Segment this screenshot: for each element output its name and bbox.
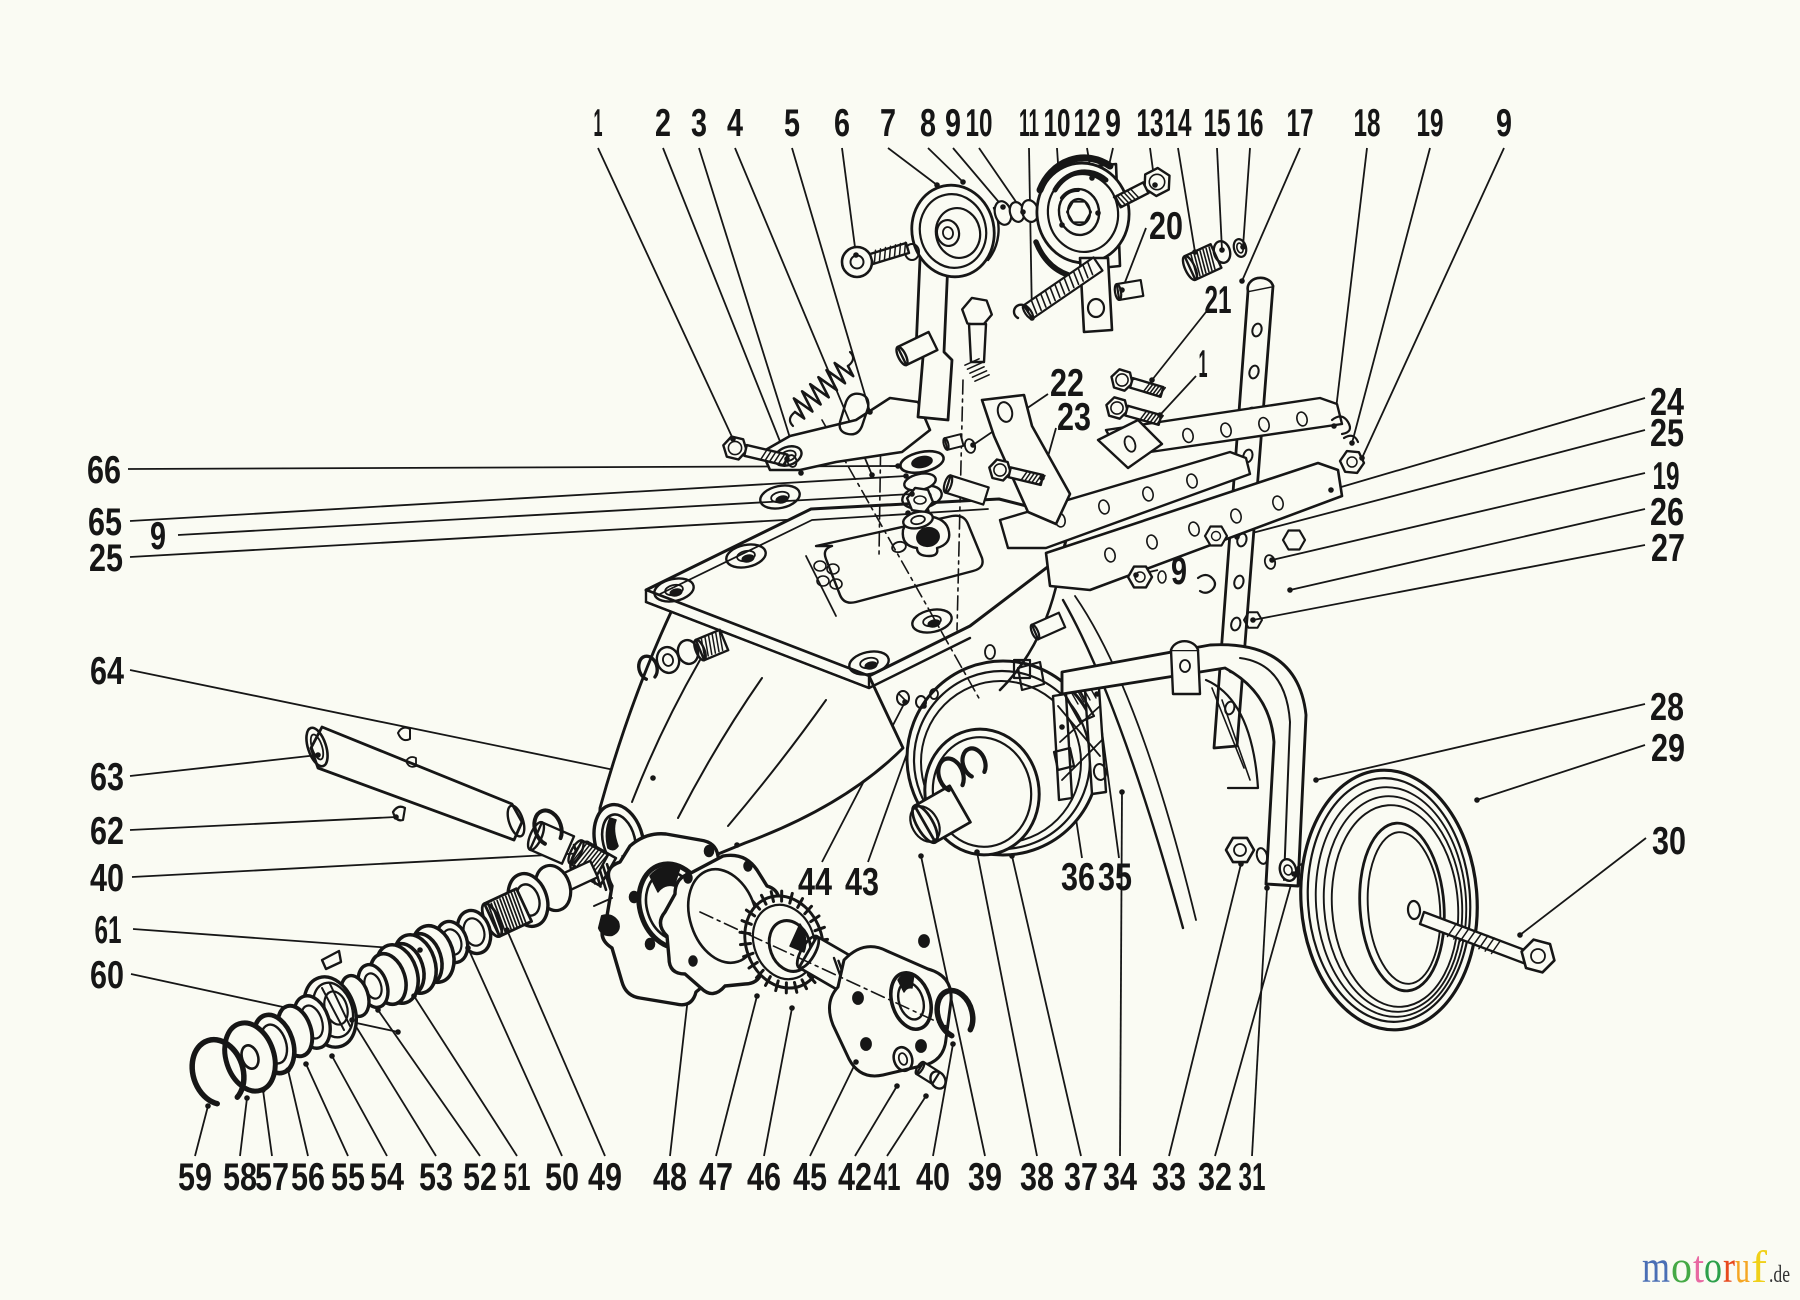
svg-text:28: 28 bbox=[1650, 686, 1684, 729]
svg-text:31: 31 bbox=[1239, 1156, 1266, 1199]
svg-text:29: 29 bbox=[1651, 727, 1685, 770]
svg-text:62: 62 bbox=[90, 810, 124, 853]
svg-text:40: 40 bbox=[90, 857, 124, 900]
svg-text:46: 46 bbox=[747, 1156, 781, 1199]
svg-text:u: u bbox=[1735, 1241, 1750, 1292]
svg-text:51: 51 bbox=[504, 1156, 531, 1199]
svg-text:19: 19 bbox=[1417, 102, 1444, 145]
svg-text:61: 61 bbox=[95, 909, 122, 952]
svg-text:34: 34 bbox=[1103, 1156, 1137, 1199]
svg-text:9: 9 bbox=[1105, 102, 1121, 145]
svg-text:2: 2 bbox=[655, 102, 671, 145]
svg-text:1: 1 bbox=[1199, 343, 1208, 386]
svg-text:27: 27 bbox=[1651, 527, 1685, 570]
svg-text:47: 47 bbox=[699, 1156, 733, 1199]
svg-text:43: 43 bbox=[845, 861, 879, 904]
svg-text:21: 21 bbox=[1205, 279, 1232, 322]
svg-text:35: 35 bbox=[1098, 856, 1132, 899]
svg-text:9: 9 bbox=[1171, 550, 1187, 593]
svg-text:49: 49 bbox=[588, 1156, 622, 1199]
svg-text:4: 4 bbox=[727, 102, 743, 145]
svg-text:39: 39 bbox=[968, 1156, 1002, 1199]
svg-text:25: 25 bbox=[1650, 412, 1684, 455]
svg-text:o: o bbox=[1704, 1241, 1722, 1292]
svg-text:r: r bbox=[1723, 1241, 1735, 1292]
svg-text:15: 15 bbox=[1204, 102, 1231, 145]
svg-text:9: 9 bbox=[945, 102, 961, 145]
svg-text:32: 32 bbox=[1198, 1156, 1232, 1199]
svg-text:11: 11 bbox=[1019, 102, 1039, 145]
svg-text:56: 56 bbox=[291, 1156, 325, 1199]
svg-text:60: 60 bbox=[90, 954, 124, 997]
svg-text:18: 18 bbox=[1354, 102, 1381, 145]
svg-text:59: 59 bbox=[178, 1156, 212, 1199]
svg-text:10: 10 bbox=[966, 102, 993, 145]
svg-text:33: 33 bbox=[1152, 1156, 1186, 1199]
svg-text:3: 3 bbox=[691, 102, 707, 145]
svg-text:38: 38 bbox=[1020, 1156, 1054, 1199]
svg-text:45: 45 bbox=[793, 1156, 827, 1199]
svg-text:.de: .de bbox=[1769, 1262, 1790, 1288]
svg-text:10: 10 bbox=[1044, 102, 1071, 145]
svg-text:41: 41 bbox=[874, 1156, 901, 1199]
svg-text:1: 1 bbox=[594, 102, 603, 145]
svg-text:23: 23 bbox=[1057, 396, 1091, 439]
svg-text:48: 48 bbox=[653, 1156, 687, 1199]
svg-text:14: 14 bbox=[1165, 102, 1192, 145]
svg-text:40: 40 bbox=[916, 1156, 950, 1199]
svg-text:17: 17 bbox=[1287, 102, 1314, 145]
svg-text:8: 8 bbox=[920, 102, 936, 145]
svg-text:58: 58 bbox=[223, 1156, 257, 1199]
svg-text:25: 25 bbox=[89, 537, 123, 580]
svg-text:50: 50 bbox=[545, 1156, 579, 1199]
svg-text:37: 37 bbox=[1064, 1156, 1098, 1199]
svg-text:54: 54 bbox=[370, 1156, 404, 1199]
svg-text:16: 16 bbox=[1237, 102, 1264, 145]
svg-text:m: m bbox=[1642, 1241, 1670, 1292]
svg-text:9: 9 bbox=[1496, 102, 1512, 145]
svg-text:12: 12 bbox=[1074, 102, 1101, 145]
svg-text:57: 57 bbox=[255, 1156, 289, 1199]
svg-text:36: 36 bbox=[1061, 856, 1095, 899]
svg-text:44: 44 bbox=[798, 861, 832, 904]
svg-text:66: 66 bbox=[87, 449, 121, 492]
svg-text:5: 5 bbox=[784, 102, 800, 145]
svg-text:53: 53 bbox=[419, 1156, 453, 1199]
svg-text:63: 63 bbox=[90, 756, 124, 799]
svg-text:55: 55 bbox=[331, 1156, 365, 1199]
svg-text:f: f bbox=[1751, 1241, 1768, 1292]
svg-text:13: 13 bbox=[1137, 102, 1164, 145]
svg-text:20: 20 bbox=[1149, 205, 1183, 248]
svg-text:30: 30 bbox=[1652, 820, 1686, 863]
svg-text:64: 64 bbox=[90, 650, 124, 693]
svg-text:o: o bbox=[1671, 1241, 1692, 1292]
svg-text:7: 7 bbox=[880, 102, 896, 145]
svg-text:6: 6 bbox=[834, 102, 850, 145]
svg-text:52: 52 bbox=[463, 1156, 497, 1199]
svg-text:42: 42 bbox=[838, 1156, 872, 1199]
svg-text:9: 9 bbox=[150, 515, 166, 558]
svg-text:t: t bbox=[1693, 1241, 1704, 1292]
